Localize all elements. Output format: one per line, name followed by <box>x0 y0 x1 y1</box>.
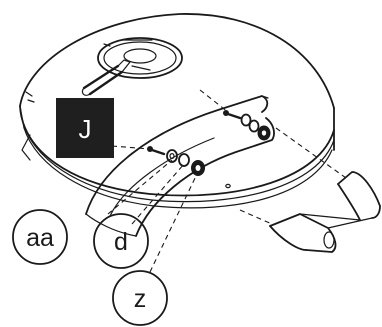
vent-dial-icon <box>97 37 183 79</box>
callout-d-text: d <box>114 228 128 256</box>
callout-aa: aa <box>12 209 68 265</box>
fastener-set-left <box>147 146 205 176</box>
callout-z-text: z <box>134 285 147 313</box>
grip-handle <box>269 171 381 253</box>
callout-aa-text: aa <box>26 224 54 252</box>
part-label-box: J <box>56 98 114 158</box>
callout-d: d <box>93 213 149 269</box>
part-label-text: J <box>79 114 92 144</box>
fastener-set-right <box>223 110 271 141</box>
lid-handle-icon <box>81 59 131 96</box>
callout-z: z <box>112 270 168 326</box>
handle-bracket <box>85 95 275 237</box>
assembly-guides <box>107 89 347 273</box>
